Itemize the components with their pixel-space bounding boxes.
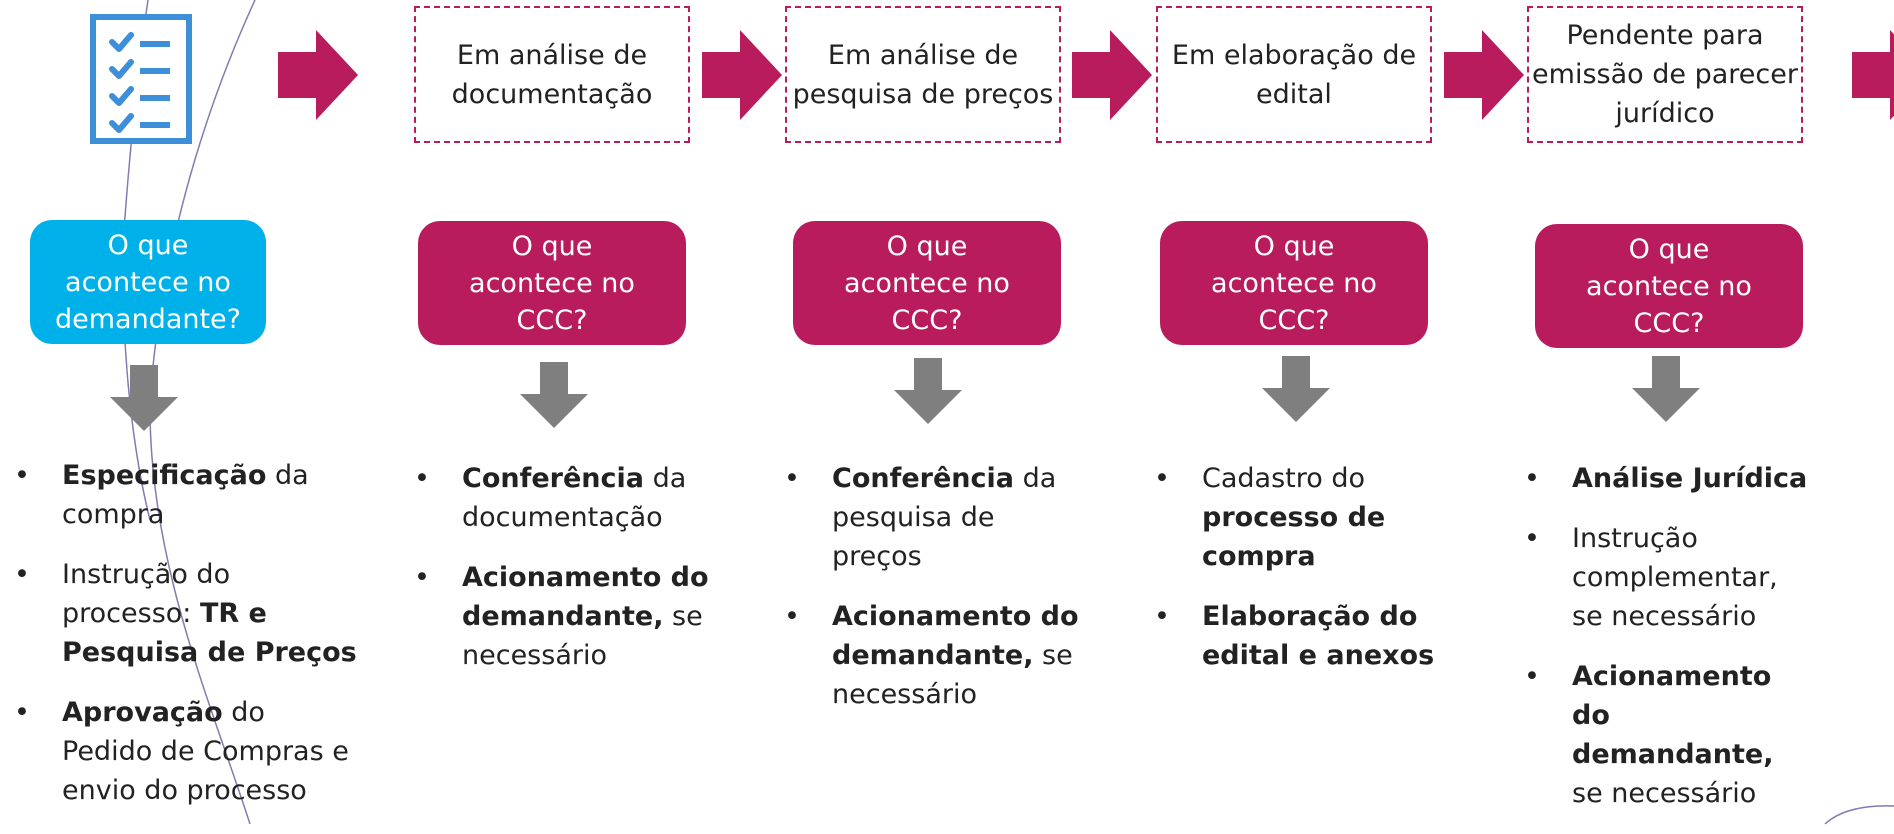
question-label: O que acontece no CCC? [1586, 233, 1752, 339]
stage-label: Em elaboração de edital [1171, 39, 1417, 110]
bold-text: Conferência [462, 463, 644, 494]
question-label: O que acontece no CCC? [1211, 230, 1377, 336]
question-stage-4: O que acontece no CCC? [1535, 224, 1803, 348]
stage-label: Em análise de pesquisa de preços [792, 39, 1054, 110]
question-demandante: O que acontece no demandante? [30, 220, 266, 344]
text: da documentação [462, 463, 687, 533]
bold-text: Aprovação [62, 697, 223, 728]
text: da pesquisa de preços [832, 463, 1057, 572]
list-item: Conferência da documentação [400, 459, 710, 537]
stage-4-list: Análise JurídicaInstrução complementar, … [1510, 459, 1810, 834]
list-item: Análise Jurídica [1510, 459, 1810, 498]
stage-box-2: Em análise de pesquisa de preços [785, 6, 1061, 143]
stage-box-1: Em análise de documentação [414, 6, 690, 143]
text: se necessário [1572, 778, 1757, 809]
list-item: Conferência da pesquisa de preços [770, 459, 1080, 576]
down-arrow-3 [894, 358, 962, 424]
list-item: Acionamento do demandante, se necessário [1510, 657, 1810, 813]
list-item: Instrução complementar, se necessário [1510, 519, 1810, 636]
bold-text: processo de compra [1202, 502, 1386, 572]
question-stage-2: O que acontece no CCC? [793, 221, 1061, 345]
text: Cadastro do [1202, 463, 1366, 494]
question-stage-1: O que acontece no CCC? [418, 221, 686, 345]
down-arrow-4 [1262, 356, 1330, 422]
list-item: Acionamento do demandante, se necessário [770, 597, 1080, 714]
text: do Pedido de Compras e envio do processo [62, 697, 349, 806]
bold-text: Análise Jurídica [1572, 463, 1808, 494]
list-item: Especificação da compra [0, 456, 360, 534]
list-item: Elaboração do edital e anexos [1140, 597, 1450, 675]
bold-text: Especificação [62, 460, 267, 491]
bold-text: Acionamento do demandante, [832, 601, 1079, 671]
question-stage-3: O que acontece no CCC? [1160, 221, 1428, 345]
bold-text: Acionamento do demandante, [462, 562, 709, 632]
question-label: O que acontece no demandante? [54, 229, 242, 335]
flow-arrow-1 [278, 30, 358, 120]
bold-text: Elaboração do edital e anexos [1202, 601, 1435, 671]
demandante-list: Especificação da compraInstrução do proc… [0, 456, 360, 831]
flow-arrow-4 [1444, 30, 1524, 120]
flow-arrow-2 [702, 30, 782, 120]
list-item: Acionamento do demandante, se necessário [400, 558, 710, 675]
down-arrow-2 [520, 362, 588, 428]
list-item: Instrução do processo: TR e Pesquisa de … [0, 555, 360, 672]
text: se necessário [832, 640, 1073, 710]
text: Instrução complementar, se necessário [1572, 523, 1778, 632]
stage-1-list: Conferência da documentaçãoAcionamento d… [400, 459, 710, 696]
down-arrow-1 [110, 365, 178, 431]
checklist-icon [90, 14, 192, 144]
stage-3-list: Cadastro do processo de compraElaboração… [1140, 459, 1450, 696]
flow-arrow-5 [1852, 30, 1894, 120]
flow-arrow-3 [1072, 30, 1152, 120]
stage-2-list: Conferência da pesquisa de preçosAcionam… [770, 459, 1080, 735]
text: Instrução do processo: [62, 559, 231, 629]
bold-text: Acionamento do demandante, [1572, 661, 1774, 770]
text: se necessário [462, 601, 703, 671]
list-item: Cadastro do processo de compra [1140, 459, 1450, 576]
stage-label: Em análise de documentação [451, 39, 653, 110]
stage-label: Pendente para emissão de parecer jurídic… [1532, 20, 1798, 129]
question-label: O que acontece no CCC? [469, 230, 635, 336]
bold-text: Conferência [832, 463, 1014, 494]
text: da compra [62, 460, 309, 530]
bold-text: TR e Pesquisa de Preços [62, 598, 357, 668]
list-item: Aprovação do Pedido de Compras e envio d… [0, 693, 360, 810]
down-arrow-5 [1632, 356, 1700, 422]
stage-box-4: Pendente para emissão de parecer jurídic… [1527, 6, 1803, 143]
question-label: O que acontece no CCC? [844, 230, 1010, 336]
stage-box-3: Em elaboração de edital [1156, 6, 1432, 143]
